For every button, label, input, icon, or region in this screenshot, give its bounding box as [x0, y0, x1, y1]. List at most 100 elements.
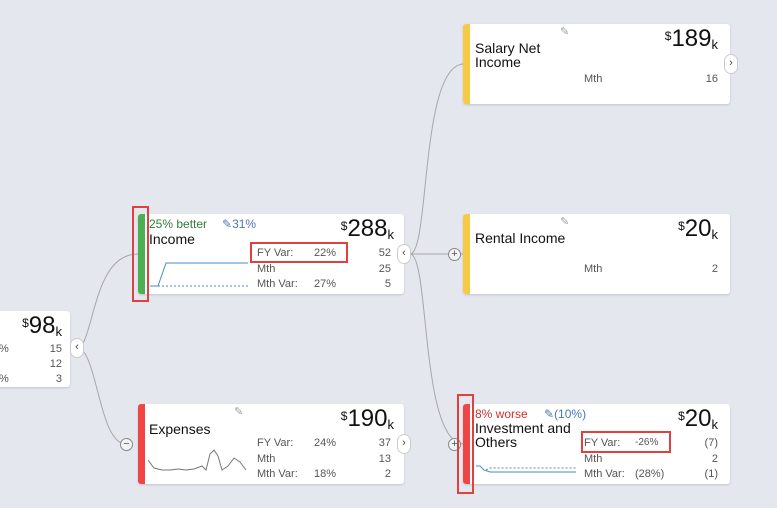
amount-value: 288 — [347, 215, 388, 242]
income-row-2-label: Mth — [257, 263, 276, 275]
rental-row-1-label: Mth — [584, 263, 603, 275]
expenses-node-card[interactable]: ✎ Expenses $190k FY Var: 24% 37 Mth 13 M… — [138, 404, 404, 484]
currency-symbol: $ — [340, 219, 348, 233]
amount-suffix: k — [711, 417, 719, 432]
expenses-title: Expenses — [149, 421, 211, 437]
rental-accent-bar — [463, 214, 470, 294]
root-collapse-chevron[interactable]: ‹ — [70, 338, 84, 358]
expenses-row-1-label: FY Var: — [257, 437, 294, 449]
investment-title-line1: Investment and — [475, 420, 571, 436]
salary-title-line2: Income — [475, 54, 521, 70]
income-sparkline — [150, 262, 248, 287]
investment-pct-value: (10%) — [554, 407, 587, 421]
expenses-collapse-button[interactable]: − — [120, 438, 133, 451]
income-collapse-chevron[interactable]: ‹ — [397, 244, 411, 264]
income-row-2-value: 25 — [378, 263, 391, 275]
investment-node-card[interactable]: 8% worse ✎(10%) Investment and Others $2… — [463, 404, 730, 484]
rental-title: Rental Income — [475, 230, 566, 246]
amount-value: 189 — [671, 25, 712, 52]
income-row-3-pct: 27% — [314, 278, 337, 290]
pencil-icon[interactable]: ✎ — [560, 216, 570, 228]
currency-symbol: $ — [678, 219, 685, 233]
expenses-row-2-label: Mth — [257, 453, 276, 465]
income-row-1-label: FY Var: — [257, 247, 294, 259]
amount-value: 190 — [347, 405, 388, 432]
link-root-expenses — [79, 347, 127, 445]
expenses-row-1-value: 37 — [378, 437, 391, 449]
currency-symbol: $ — [22, 316, 29, 330]
investment-row-3-pct: (28%) — [635, 468, 665, 480]
rental-expand-button[interactable]: + — [448, 248, 461, 261]
expenses-expand-chevron[interactable]: › — [397, 434, 411, 454]
rental-amount: $20k — [678, 215, 719, 243]
salary-expand-chevron[interactable]: › — [724, 54, 738, 74]
expenses-amount: $190k — [340, 405, 395, 433]
root-node-card[interactable]: $98k % 15 12 % 3 — [0, 311, 70, 387]
amount-suffix: k — [55, 324, 63, 339]
income-row-3-label: Mth Var: — [257, 278, 298, 290]
salary-node-card[interactable]: ✎ Salary Net Income $189k Mth 16 — [463, 24, 730, 104]
currency-symbol: $ — [340, 409, 348, 423]
investment-title-line2: Others — [475, 434, 518, 450]
expenses-accent-bar — [138, 404, 145, 484]
income-accent-bar — [138, 214, 145, 294]
expenses-row-2-value: 13 — [378, 453, 391, 465]
link-income-investment — [409, 253, 465, 445]
investment-fyvar-highlight — [581, 431, 671, 453]
investment-accent-bar — [463, 404, 470, 484]
investment-edit-pct[interactable]: ✎(10%) — [544, 408, 586, 420]
amount-suffix: k — [711, 37, 719, 52]
investment-accent-highlight — [457, 394, 474, 494]
amount-value: 20 — [684, 405, 712, 432]
investment-row-2-value: 2 — [711, 453, 718, 465]
salary-row-1-label: Mth — [584, 73, 603, 85]
root-row-3-label: % — [0, 373, 9, 385]
expenses-sparkline — [148, 449, 247, 471]
income-node-card[interactable]: 25% better ✎31% Income $288k FY Var: 22%… — [138, 214, 404, 294]
expenses-row-1-pct: 24% — [314, 437, 337, 449]
income-status-label: 25% better — [149, 217, 208, 231]
rental-row-1-value: 2 — [711, 263, 718, 275]
investment-amount: $20k — [678, 405, 719, 433]
link-root-income — [79, 253, 139, 349]
currency-symbol: $ — [678, 409, 685, 423]
amount-suffix: k — [387, 417, 395, 432]
investment-row-3-label: Mth Var: — [584, 468, 625, 480]
amount-suffix: k — [711, 227, 719, 242]
salary-amount: $189k — [665, 25, 719, 53]
rental-node-card[interactable]: ✎ Rental Income $20k Mth 2 — [463, 214, 730, 294]
salary-accent-bar — [463, 24, 470, 104]
salary-title-line1: Salary Net — [475, 40, 541, 56]
expenses-row-3-value: 2 — [384, 468, 391, 480]
amount-value: 20 — [684, 215, 712, 242]
income-row-3-value: 5 — [384, 278, 391, 290]
amount-value: 98 — [28, 312, 56, 339]
investment-row-1-label: FY Var: — [584, 437, 621, 449]
income-edit-pct[interactable]: ✎31% — [222, 218, 256, 230]
link-income-salary — [409, 63, 465, 255]
expenses-row-3-pct: 18% — [314, 468, 337, 480]
pencil-icon: ✎ — [222, 217, 233, 231]
income-pct-value: 31% — [232, 217, 257, 231]
investment-sparkline — [476, 465, 576, 473]
income-amount: $288k — [340, 215, 395, 243]
expenses-row-3-label: Mth Var: — [257, 468, 298, 480]
income-row-1-pct: 22% — [314, 247, 337, 259]
income-title: Income — [149, 231, 195, 247]
root-row-1-value: 15 — [49, 343, 62, 355]
root-row-1-label: % — [0, 343, 9, 355]
root-row-3-value: 3 — [55, 373, 62, 385]
income-accent-highlight — [132, 206, 149, 302]
investment-row-2-label: Mth — [584, 453, 603, 465]
investment-row-3-value: (1) — [704, 468, 718, 480]
pencil-icon: ✎ — [544, 407, 555, 421]
pencil-icon[interactable]: ✎ — [560, 26, 570, 38]
investment-row-1-value: (7) — [704, 437, 718, 449]
root-amount: $98k — [22, 312, 63, 340]
pencil-icon[interactable]: ✎ — [234, 406, 244, 418]
root-row-2-value: 12 — [49, 358, 62, 370]
amount-suffix: k — [387, 227, 395, 242]
salary-row-1-value: 16 — [705, 73, 718, 85]
investment-status-label: 8% worse — [475, 407, 528, 421]
